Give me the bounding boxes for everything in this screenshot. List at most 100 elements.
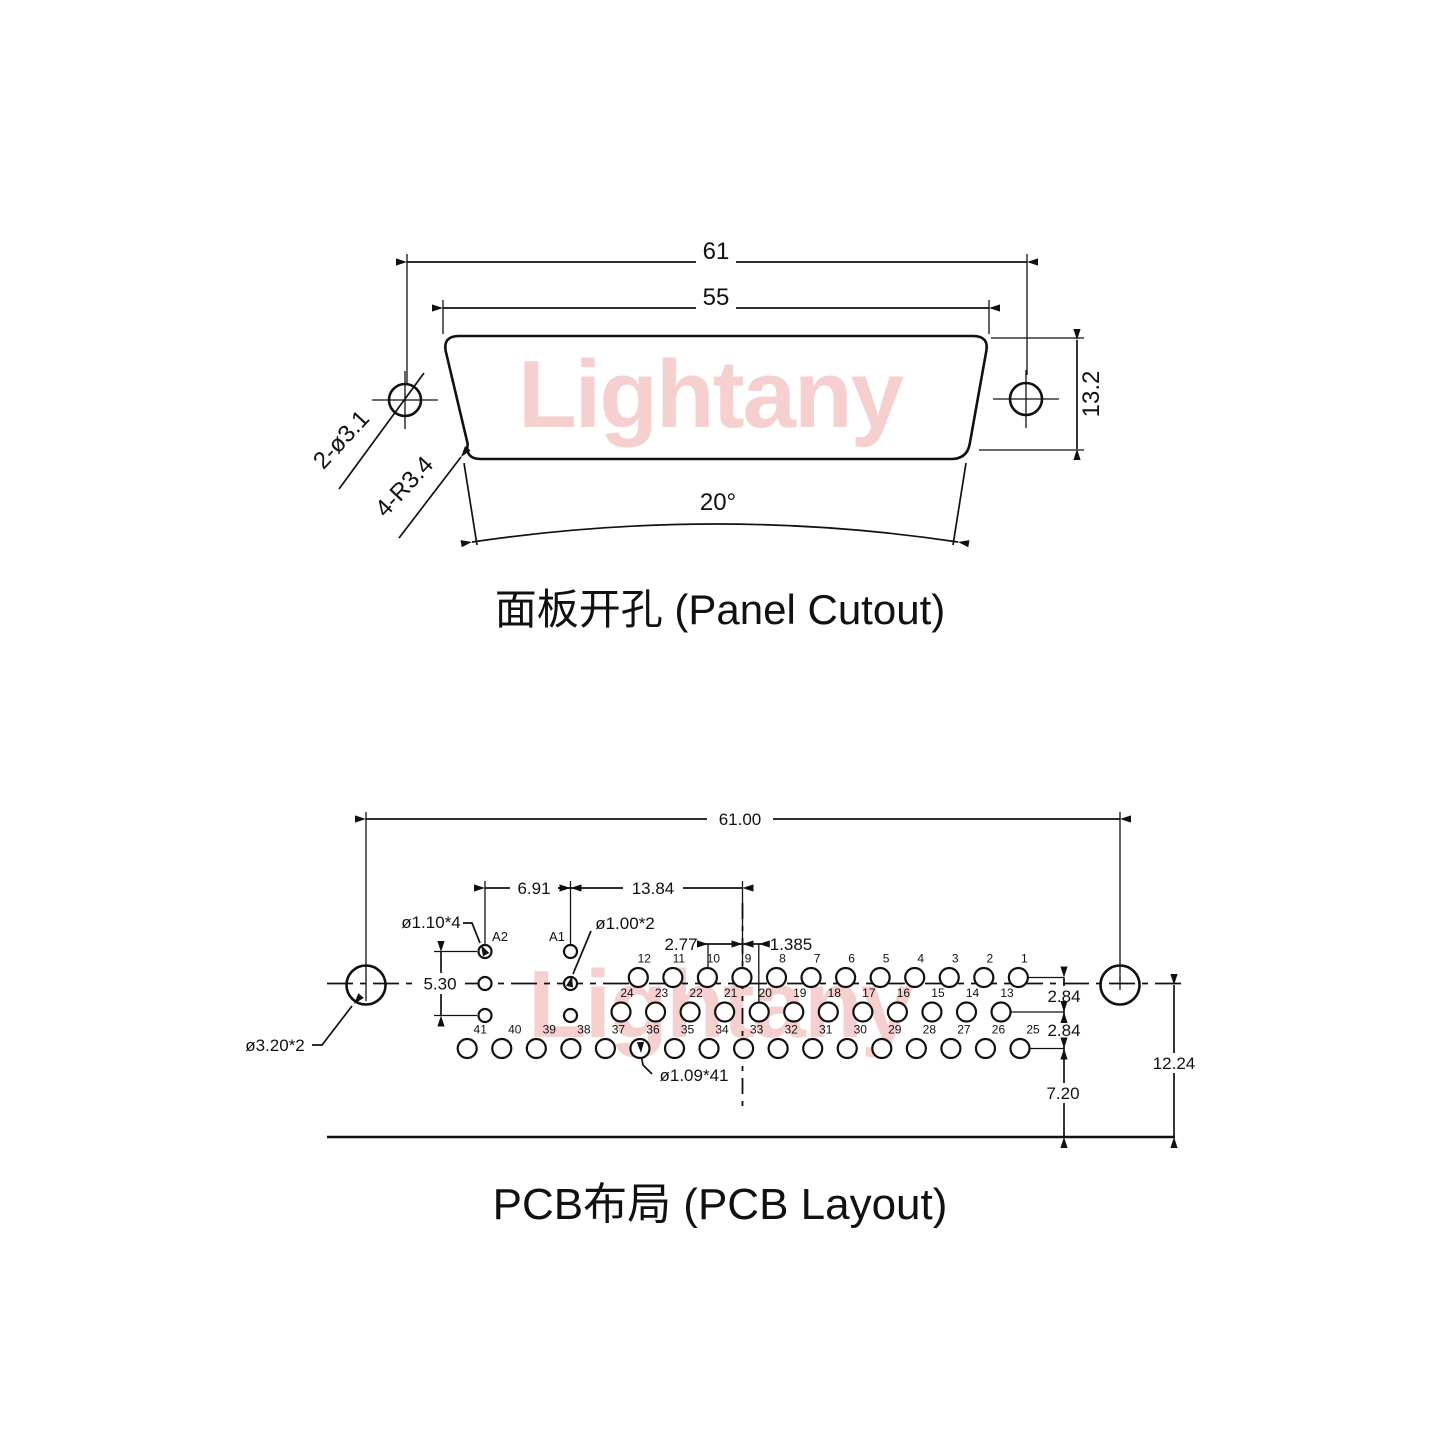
dim-cutout-width-55: 55 (442, 284, 990, 334)
arrowhead (958, 540, 970, 548)
arrowhead (1170, 974, 1178, 985)
pin-hole-41 (456, 1037, 478, 1060)
label-a2: A2 (492, 929, 508, 944)
pcb-layout-title: PCB布局 (PCB Layout) (492, 1180, 948, 1229)
arrowhead (481, 945, 490, 957)
pin-hole-33 (732, 1037, 755, 1060)
pin-hole-27 (940, 1037, 962, 1060)
pin-number-21: 21 (724, 986, 738, 1000)
pin-number-27: 27 (957, 1023, 971, 1037)
hole-a1-bottom (562, 1007, 579, 1024)
dim-text-13-2: 13.2 (1078, 371, 1105, 418)
pin-hole-14 (955, 1001, 978, 1023)
pin-number-13: 13 (1000, 986, 1014, 1000)
hole-a2-bottom (477, 1007, 493, 1024)
pin-number-15: 15 (931, 986, 945, 1000)
arrowhead (1060, 1037, 1068, 1049)
pin-number-26: 26 (992, 1023, 1006, 1037)
dim-pin-pitch: 2.77 1.385 (657, 934, 820, 1002)
pin-number-36: 36 (646, 1023, 660, 1037)
pin-hole-3 (938, 966, 960, 989)
arrowhead (1060, 1012, 1068, 1023)
pin-hole-6 (834, 966, 857, 989)
mount-hole-right (993, 370, 1059, 428)
pin-number-29: 29 (888, 1023, 902, 1037)
pin-hole-29 (871, 1037, 893, 1060)
arrowhead (1060, 1001, 1068, 1012)
label-hole-a-outer: ø1.10*4 (401, 913, 461, 932)
pin-number-10: 10 (707, 952, 721, 966)
pin-number-30: 30 (854, 1023, 868, 1037)
pin-hole-1 (1007, 966, 1029, 989)
dim-a-row-span: 5.30 (416, 950, 477, 1017)
pin-number-19: 19 (793, 986, 807, 1000)
pin-hole-18 (817, 1001, 839, 1023)
pin-hole-26 (974, 1037, 997, 1060)
label-hole-a-center: ø1.00*2 (595, 914, 655, 933)
label-a1: A1 (549, 929, 565, 944)
pin-number-16: 16 (897, 986, 911, 1000)
dim-text-61: 61 (703, 238, 730, 265)
arrowhead (636, 1041, 645, 1053)
arrowhead (355, 815, 366, 823)
pin-hole-17 (852, 1001, 874, 1023)
pin-number-25: 25 (1026, 1023, 1040, 1037)
pin-number-2: 2 (986, 952, 993, 966)
pin-hole-30 (836, 1037, 858, 1060)
pin-number-41: 41 (474, 1023, 488, 1037)
arrowhead (758, 940, 770, 948)
hole-a2-center (477, 975, 493, 992)
dim-text-13-84: 13.84 (632, 879, 675, 898)
arrowhead (570, 884, 582, 892)
arrowhead (559, 884, 571, 892)
pin-hole-15 (921, 1001, 943, 1023)
pin-hole-13 (990, 1001, 1012, 1023)
pin-hole-25 (1009, 1037, 1031, 1060)
pin-hole-16 (886, 1001, 909, 1023)
pin-hole-24 (610, 1001, 632, 1023)
pin-number-6: 6 (848, 952, 855, 966)
callout-hole-a-outer: ø1.10*4 (401, 913, 481, 944)
arrowhead (989, 304, 1000, 312)
dim-text-61-00: 61.00 (719, 810, 762, 829)
pin-number-4: 4 (917, 952, 924, 966)
arrowhead (461, 446, 471, 457)
pin-hole-23 (644, 1001, 667, 1023)
pin-hole-5 (869, 966, 891, 989)
dim-text-2-77: 2.77 (664, 935, 697, 954)
label-hole-mount: ø3.20*2 (245, 1036, 305, 1055)
pin-number-24: 24 (620, 986, 634, 1000)
label-corner-radius: 4-R3.4 (370, 451, 462, 539)
dim-text-7-20: 7.20 (1046, 1084, 1079, 1103)
dim-row-gaps: 2.84 2.84 7.20 (1010, 976, 1087, 1137)
pin-number-1: 1 (1021, 952, 1028, 966)
pin-number-40: 40 (508, 1023, 522, 1037)
watermark-top: Lightany (518, 341, 904, 448)
arrowhead (697, 940, 708, 948)
pin-hole-39 (525, 1037, 547, 1060)
arrowhead (354, 993, 364, 1004)
pin-number-17: 17 (862, 986, 876, 1000)
label-hole-pin: ø1.09*41 (660, 1066, 729, 1085)
pin-number-20: 20 (759, 986, 773, 1000)
pin-hole-31 (802, 1037, 824, 1060)
pin-hole-8 (765, 966, 788, 989)
pin-number-31: 31 (819, 1023, 833, 1037)
dim-outer-width-61: 61 (406, 238, 1028, 383)
arrowhead (742, 940, 754, 948)
arrowhead (1060, 1048, 1068, 1060)
pin-number-35: 35 (681, 1023, 695, 1037)
arrowhead (474, 884, 485, 892)
dim-height-13-2: 13.2 (979, 337, 1105, 451)
pin-number-11: 11 (673, 952, 686, 966)
a-contact-holes: A2 A1 (477, 929, 579, 1024)
dim-angle-20: 20° (463, 462, 967, 546)
dim-text-6-91: 6.91 (517, 879, 550, 898)
pin-number-28: 28 (923, 1023, 937, 1037)
arrowhead (437, 941, 445, 952)
arrowhead (437, 1015, 445, 1027)
pin-number-5: 5 (883, 952, 890, 966)
